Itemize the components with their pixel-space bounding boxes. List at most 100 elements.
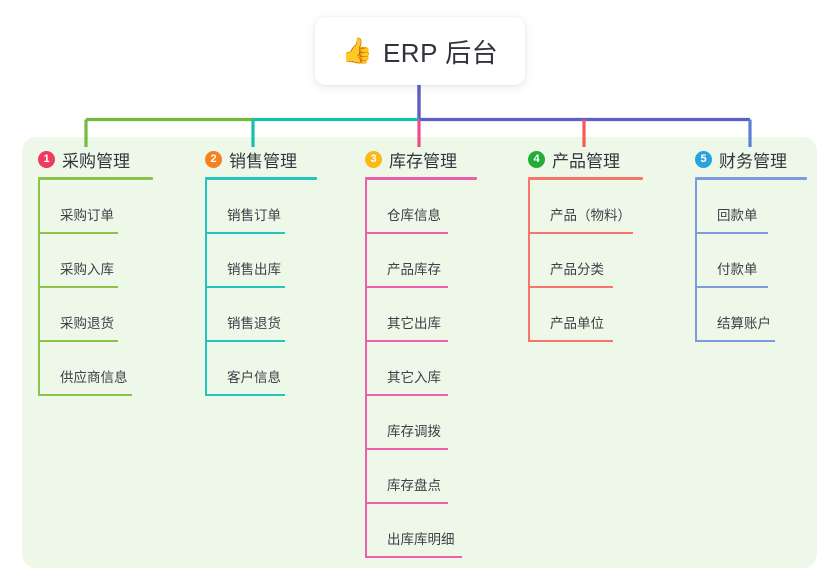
leaf-item-label: 仓库信息: [387, 208, 441, 223]
leaf-item-label: 其它出库: [387, 316, 441, 331]
leaf-connector: [365, 180, 367, 234]
leaf-item[interactable]: 仓库信息: [365, 180, 477, 234]
leaf-item-underline: [365, 340, 448, 342]
leaf-item-underline: [38, 232, 118, 234]
leaf-item-label: 供应商信息: [60, 370, 128, 385]
leaf-item-underline: [695, 232, 768, 234]
leaf-item[interactable]: 采购入库: [38, 234, 153, 288]
leaf-item[interactable]: 销售订单: [205, 180, 317, 234]
leaf-item[interactable]: 库存调拨: [365, 396, 477, 450]
leaf-connector: [38, 180, 40, 234]
leaf-item-label: 产品库存: [387, 262, 441, 277]
leaf-item-label: 销售退货: [227, 316, 281, 331]
leaf-item-underline: [205, 286, 285, 288]
leaf-item[interactable]: 产品（物料）: [528, 180, 643, 234]
leaf-item-underline: [365, 502, 448, 504]
column-items-2: 销售订单销售出库销售退货客户信息: [205, 180, 317, 396]
leaf-item[interactable]: 客户信息: [205, 342, 317, 396]
leaf-item-underline: [365, 394, 448, 396]
leaf-item-underline: [205, 232, 285, 234]
column-title: 财务管理: [719, 151, 787, 171]
leaf-item-underline: [205, 340, 285, 342]
root-node-title: ERP 后台: [382, 37, 499, 68]
leaf-item[interactable]: 付款单: [695, 234, 807, 288]
leaf-item-underline: [695, 340, 775, 342]
leaf-connector: [38, 234, 40, 288]
leaf-item[interactable]: 回款单: [695, 180, 807, 234]
leaf-item-underline: [528, 286, 613, 288]
leaf-item[interactable]: 产品分类: [528, 234, 643, 288]
thumbs-up-emoji: 👍: [341, 36, 373, 65]
column-items-4: 产品（物料） 产品分类产品单位: [528, 180, 643, 342]
branches-panel: [22, 137, 817, 568]
leaf-item[interactable]: 采购订单: [38, 180, 153, 234]
leaf-connector: [205, 342, 207, 396]
leaf-item[interactable]: 供应商信息: [38, 342, 153, 396]
leaf-item-label: 产品分类: [550, 262, 604, 277]
column-badge-icon: 2: [205, 150, 222, 168]
column-header-underline: [695, 177, 807, 180]
leaf-item[interactable]: 其它出库: [365, 288, 477, 342]
leaf-item-label: 产品（物料）: [550, 208, 631, 223]
leaf-item[interactable]: 产品库存: [365, 234, 477, 288]
leaf-item-label: 采购退货: [60, 316, 114, 331]
leaf-connector: [365, 288, 367, 342]
column-badge-icon: 4: [528, 150, 545, 168]
leaf-connector: [365, 234, 367, 288]
leaf-item-underline: [365, 448, 448, 450]
leaf-connector: [365, 342, 367, 396]
leaf-item[interactable]: 销售出库: [205, 234, 317, 288]
leaf-item-label: 付款单: [717, 262, 758, 277]
root-node-card[interactable]: 👍 ERP 后台: [315, 17, 525, 85]
leaf-item-label: 采购订单: [60, 208, 114, 223]
leaf-item-underline: [365, 286, 448, 288]
leaf-connector: [205, 180, 207, 234]
leaf-item-label: 采购入库: [60, 262, 114, 277]
leaf-connector: [38, 342, 40, 396]
leaf-connector: [205, 234, 207, 288]
leaf-connector: [528, 288, 530, 342]
column-1: 1 采购管理采购订单采购入库采购退货供应商信息: [38, 147, 153, 396]
leaf-item-underline: [205, 394, 285, 396]
leaf-item-underline: [528, 232, 633, 234]
leaf-item[interactable]: 采购退货: [38, 288, 153, 342]
column-header-underline: [205, 177, 317, 180]
column-badge-icon: 1: [38, 150, 55, 168]
leaf-item-underline: [365, 232, 448, 234]
column-title: 采购管理: [62, 151, 130, 171]
leaf-connector: [695, 180, 697, 234]
leaf-item-label: 其它入库: [387, 370, 441, 385]
leaf-item[interactable]: 销售退货: [205, 288, 317, 342]
leaf-connector: [365, 504, 367, 558]
leaf-item[interactable]: 产品单位: [528, 288, 643, 342]
leaf-connector: [38, 288, 40, 342]
leaf-item[interactable]: 结算账户: [695, 288, 807, 342]
leaf-item-underline: [695, 286, 768, 288]
leaf-item-label: 库存盘点: [387, 478, 441, 493]
leaf-item[interactable]: 库存盘点: [365, 450, 477, 504]
leaf-connector: [528, 234, 530, 288]
column-header-1[interactable]: 1 采购管理: [38, 147, 153, 171]
column-items-1: 采购订单采购入库采购退货供应商信息: [38, 180, 153, 396]
leaf-item[interactable]: 出库库明细: [365, 504, 477, 558]
leaf-connector: [205, 288, 207, 342]
leaf-connector: [695, 288, 697, 342]
leaf-connector: [695, 234, 697, 288]
column-title: 库存管理: [389, 151, 457, 171]
leaf-item-label: 结算账户: [717, 316, 771, 331]
leaf-item-underline: [38, 340, 118, 342]
leaf-item-underline: [365, 556, 462, 558]
leaf-item-underline: [38, 286, 118, 288]
leaf-item[interactable]: 其它入库: [365, 342, 477, 396]
leaf-item-underline: [528, 340, 613, 342]
leaf-connector: [528, 180, 530, 234]
